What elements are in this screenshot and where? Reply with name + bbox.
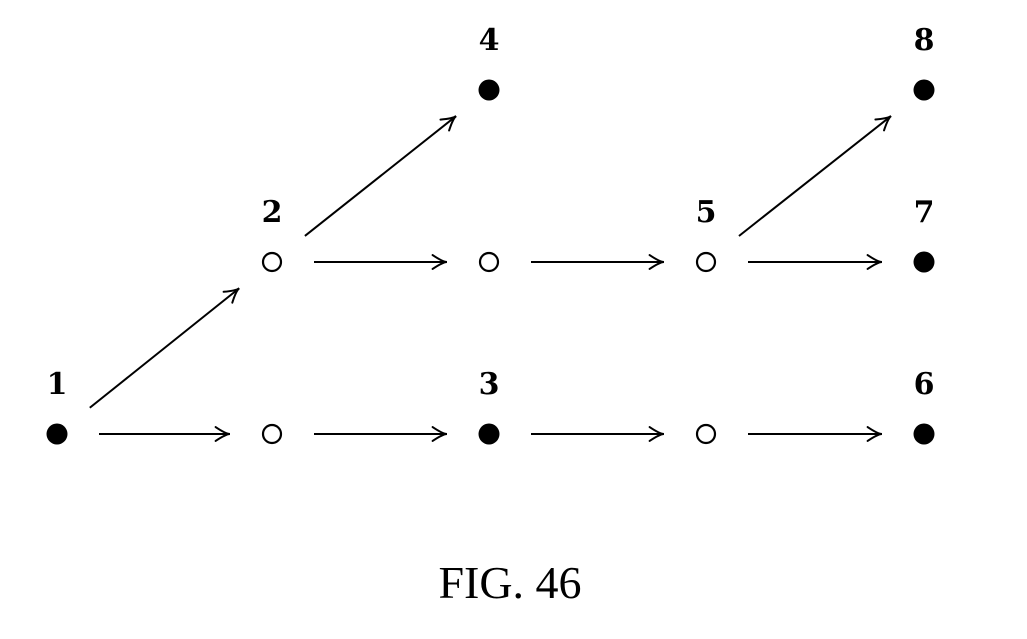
node-label-n5: 5	[696, 195, 717, 230]
open-node-o2	[480, 253, 498, 271]
edge-arrow-n3-o3	[531, 427, 664, 441]
filled-node-n8	[914, 80, 935, 101]
edge-arrow-n5-n8	[739, 116, 891, 236]
open-node-o1	[263, 425, 281, 443]
open-node-n2	[263, 253, 281, 271]
edge-line	[305, 116, 456, 236]
open-node-n5	[697, 253, 715, 271]
edge-line	[739, 116, 891, 236]
node-label-n8: 8	[914, 23, 935, 58]
edge-arrow-n2-n4	[305, 116, 456, 236]
filled-node-n7	[914, 252, 935, 273]
node-label-n6: 6	[914, 367, 935, 402]
edge-arrow-o1-n3	[314, 427, 447, 441]
edge-arrow-n1-o1	[99, 427, 230, 441]
edge-arrow-n2-o2	[314, 255, 447, 269]
edge-arrow-n5-n7	[748, 255, 882, 269]
filled-node-n1	[47, 424, 68, 445]
node-label-n2: 2	[262, 195, 283, 230]
node-label-n1: 1	[47, 367, 68, 402]
edge-arrow-n1-n2	[90, 288, 239, 408]
edge-arrow-o3-n6	[748, 427, 882, 441]
node-label-n3: 3	[479, 367, 500, 402]
filled-node-n6	[914, 424, 935, 445]
figure-caption: FIG. 46	[438, 557, 581, 608]
filled-node-n4	[479, 80, 500, 101]
node-label-n4: 4	[479, 23, 500, 58]
node-label-n7: 7	[914, 195, 935, 230]
edge-line	[90, 288, 239, 408]
open-node-o3	[697, 425, 715, 443]
filled-node-n3	[479, 424, 500, 445]
edge-arrow-o2-n5	[531, 255, 664, 269]
